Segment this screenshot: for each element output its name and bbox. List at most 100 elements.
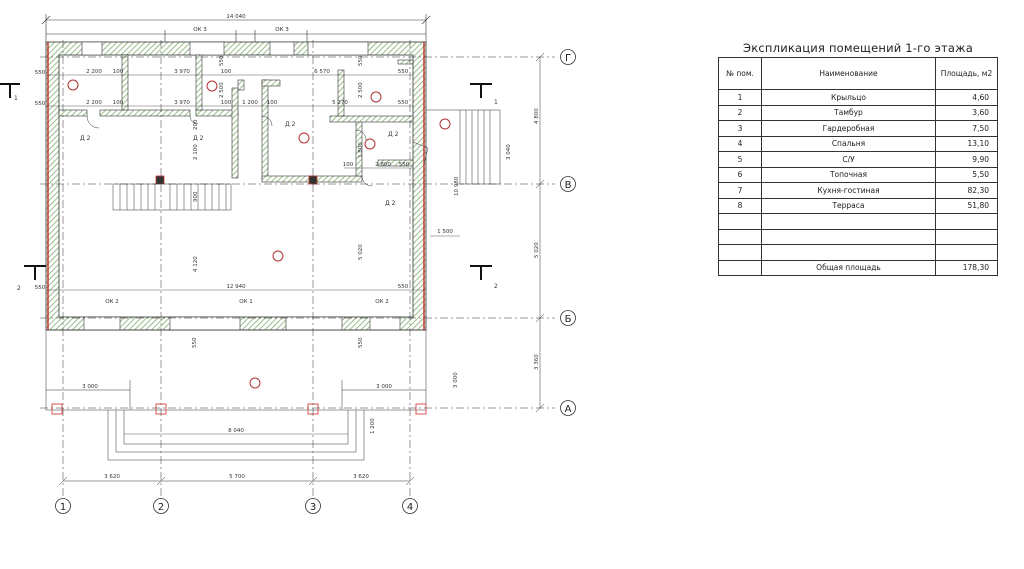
- table-header-row: № пом. Наименование Площадь, м2: [718, 57, 998, 90]
- door-swings: [86, 115, 429, 187]
- door-label-3: Д 2: [388, 131, 399, 138]
- axis-label-3: 3: [310, 502, 316, 513]
- row-area: 4,60: [935, 89, 998, 106]
- row-name: Кухня-гостиная: [761, 182, 936, 199]
- dim-right-inner-2: 10 980: [454, 176, 460, 196]
- row-num: [718, 244, 762, 261]
- section-mark-2a: 2: [17, 285, 21, 292]
- dim-right-1: 4 800: [534, 108, 540, 124]
- dim-v-left-1: 2 100: [193, 144, 199, 160]
- porch: [426, 109, 501, 185]
- stairs: [112, 183, 232, 211]
- row-num: [718, 213, 762, 230]
- row-num: [718, 259, 762, 276]
- axis-label-g: Г: [565, 53, 571, 64]
- section-mark-2b: 2: [494, 283, 498, 290]
- dim-row2-c: 3 970: [174, 100, 190, 106]
- row-name: Терраса: [761, 197, 936, 214]
- row-area: 3,60: [935, 104, 998, 121]
- axis-label-1: 1: [60, 502, 66, 513]
- door-label-4: Д 2: [385, 200, 396, 207]
- row-num: 8: [718, 197, 762, 214]
- row-area: [935, 213, 998, 230]
- axis-lines-horizontal: [40, 56, 555, 409]
- row-name: Спальня: [761, 135, 936, 152]
- dim-right-inner-1: 3 040: [506, 144, 512, 160]
- row-name: Гардеробная: [761, 120, 936, 137]
- dim-window-top-1: ОК 3: [193, 27, 207, 33]
- row-name: Тамбур: [761, 104, 936, 121]
- row-num: [718, 228, 762, 245]
- dim-row1-f: 550: [398, 69, 409, 75]
- row-num: 6: [718, 166, 762, 183]
- dim-right-2: 5 020: [534, 242, 540, 258]
- dim-window-bottom-1: ОК 2: [105, 299, 118, 305]
- dim-row2-g: 5 270: [332, 100, 348, 106]
- dim-axis-bottom-1: 3 620: [104, 474, 120, 480]
- row-num: 3: [718, 120, 762, 137]
- total-label: Общая площадь: [761, 259, 936, 276]
- bottom-axis-dims: [58, 476, 415, 486]
- header-name: Наименование: [761, 57, 936, 90]
- section-marks: [0, 83, 492, 280]
- table-row: [718, 213, 998, 230]
- dim-row2-left: 550: [35, 101, 46, 107]
- terrace: [45, 329, 427, 461]
- row-num: 7: [718, 182, 762, 199]
- row-area: [935, 244, 998, 261]
- room-explication: Экспликация помещений 1-го этажа № пом. …: [718, 41, 998, 276]
- row-area: 13,10: [935, 135, 998, 152]
- row-area: [935, 228, 998, 245]
- dim-row2-d: 100: [221, 100, 232, 106]
- header-area: Площадь, м2: [935, 57, 998, 90]
- room-markers: [67, 79, 451, 389]
- row-num: 5: [718, 151, 762, 168]
- explication-title: Экспликация помещений 1-го этажа: [743, 41, 973, 55]
- dim-v-left-3: 900: [193, 191, 199, 202]
- dim-axis-bottom-2: 5 700: [229, 474, 245, 480]
- door-label-1: Д 2: [80, 135, 91, 142]
- dim-top-left-550: 550: [192, 337, 198, 348]
- dim-row1-b: 100: [113, 69, 124, 75]
- dim-row1-c: 3 970: [174, 69, 190, 75]
- axis-label-v: В: [565, 180, 572, 191]
- dim-row1-a: 2 200: [86, 69, 102, 75]
- dim-terrace-step-depth: 1 200: [370, 418, 376, 434]
- row-area: 51,80: [935, 197, 998, 214]
- row-name: Топочная: [761, 166, 936, 183]
- dim-v-left-2: 200: [193, 119, 199, 130]
- total-area: 178,30: [935, 259, 998, 276]
- dim-row2-b: 100: [113, 100, 124, 106]
- dim-right-3: 3 360: [534, 354, 540, 370]
- dim-row2-h: 550: [398, 100, 409, 106]
- axis-bubbles-bottom: [55, 498, 418, 514]
- dim-terrace-left: 3 000: [82, 384, 98, 390]
- row-name: [761, 228, 936, 245]
- dim-bottom-right: 550: [398, 284, 409, 290]
- row-area: 9,90: [935, 151, 998, 168]
- row-num: 2: [718, 104, 762, 121]
- axis-label-b: Б: [565, 314, 572, 325]
- dim-bottom-left: 550: [35, 285, 46, 291]
- axis-label-a: А: [565, 404, 572, 415]
- header-num: № пом.: [718, 57, 762, 90]
- row-num: 4: [718, 135, 762, 152]
- dim-right-inner-3: 1 500: [437, 229, 453, 235]
- table-row: [718, 244, 998, 261]
- dim-row3-b: 2 800: [375, 162, 391, 168]
- dim-row2-a: 2 200: [86, 100, 102, 106]
- dim-row2-e: 1 200: [242, 100, 258, 106]
- axis-lines-vertical: [62, 40, 411, 500]
- row-name: Крыльцо: [761, 89, 936, 106]
- top-dimensions: [41, 14, 431, 45]
- row-name: [761, 213, 936, 230]
- row-area: 5,50: [935, 166, 998, 183]
- dim-top-total: 14 040: [226, 14, 246, 20]
- row-area: 82,30: [935, 182, 998, 199]
